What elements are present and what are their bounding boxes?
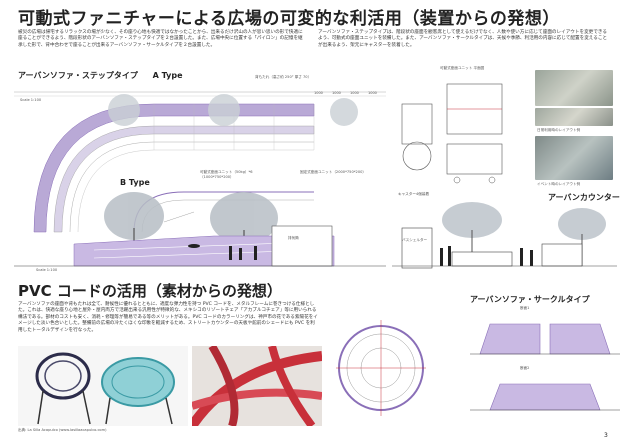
daily-layout-photo-2	[535, 108, 613, 126]
unit-plan-label: 可動式座面ユニット 平面図	[440, 66, 485, 70]
daily-layout-photo-1	[535, 70, 613, 106]
scale-label-b: Scale 1:100	[36, 268, 58, 272]
unit-plan-drawing	[401, 83, 503, 184]
exhaust-label: 排気筒	[288, 236, 299, 240]
daily-layout-caption: 日常利用時のレイアウト例	[537, 128, 581, 132]
backrest-note: 背もたれ（高さ約 250° 厚さ 70）	[255, 75, 312, 79]
fixed-unit-label: 固定式座面ユニット（2000*750*200）	[300, 170, 366, 174]
intro-left-paragraph: 被災の広場は帰宅するリラックスの場が少なく、その座り心地も快適ではなかったことか…	[18, 30, 303, 48]
circle-type-plan	[336, 320, 426, 416]
caster-label: キャスター4個装着	[398, 192, 430, 196]
step-type-heading: アーバンソファ・ステップタイプ A Type	[18, 71, 183, 80]
page-number: 3	[604, 432, 608, 439]
svg-text:1000: 1000	[368, 91, 377, 95]
movable-unit-label: 可動式座面ユニット（50kg）*6（1000*750*200）	[200, 170, 253, 179]
event-layout-caption: イベント時のレイアウト例	[537, 182, 581, 186]
circle-type-heading: アーバンソファ・サークルタイプ	[470, 295, 590, 304]
b-type-label: B Type	[120, 178, 150, 187]
svg-text:1000: 1000	[332, 91, 341, 95]
urban-counter-heading: アーバンカウンター	[548, 193, 620, 202]
circle-type-section-1	[470, 323, 620, 355]
pvc-heading: PVC コードの活用（素材からの発想）	[18, 282, 282, 300]
svg-text:1000: 1000	[314, 91, 323, 95]
svg-text:1000: 1000	[350, 91, 359, 95]
bus-shelter-label: バスシェルター	[402, 238, 428, 242]
urban-counter-drawing	[392, 202, 617, 269]
step-type-elevation	[14, 192, 386, 267]
section-1-label: 断面1	[520, 306, 530, 310]
event-layout-photo	[535, 136, 613, 180]
circle-type-section-2	[470, 383, 620, 411]
acapulco-chair-photo	[18, 346, 188, 426]
section-2-label: 断面2	[520, 366, 530, 370]
pvc-cord-closeup-photo	[192, 346, 322, 426]
photo-credit: 出典: La Silla Acapulco (www.lasillaacapul…	[18, 428, 107, 432]
pvc-paragraph: アーバンソファの座面や背もたれは全て、耐候性に優れるとともに、適度な弾力性を持つ…	[18, 302, 318, 333]
scale-label-a: Scale 1:100	[20, 98, 42, 102]
page-title: 可動式ファニチャーによる広場の可変的な利活用（装置からの発想）	[18, 9, 560, 29]
intro-right-paragraph: アーバンソファ・ステップタイプは、階段状の座面を観客席として使えるだけでなく、人…	[318, 30, 608, 48]
